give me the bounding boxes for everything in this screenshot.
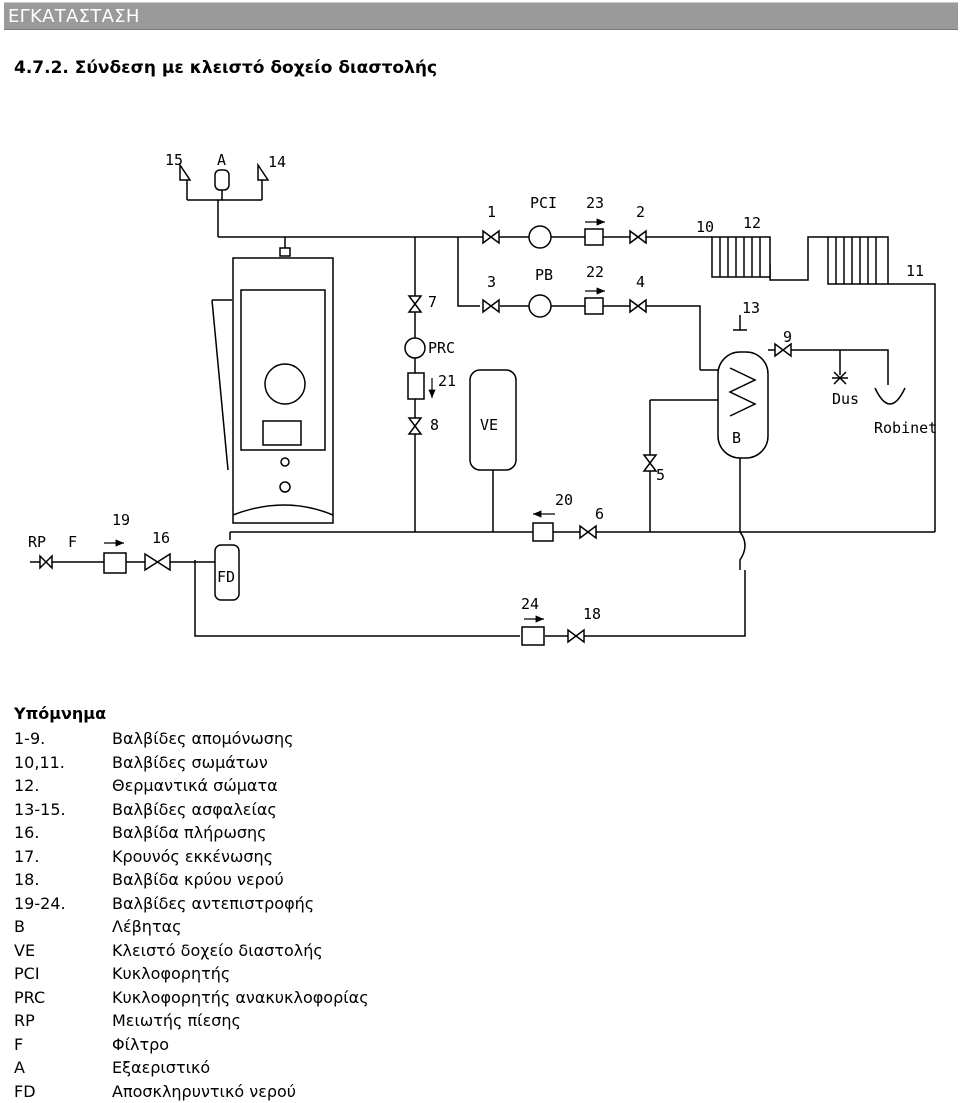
legend-item: 17.Κρουνός εκκένωσης bbox=[14, 845, 369, 869]
label-11: 11 bbox=[906, 262, 924, 280]
legend-desc: Κλειστό δοχείο διαστολής bbox=[112, 939, 323, 963]
legend-code: 17. bbox=[14, 845, 112, 869]
installation-diagram: 15 A 14 1 PCI 23 2 10 12 3 PB 22 4 11 7 … bbox=[0, 130, 960, 660]
radiator-2 bbox=[828, 237, 888, 284]
label-6: 6 bbox=[595, 505, 604, 523]
legend-desc: Λέβητας bbox=[112, 915, 182, 939]
legend-item: 10,11.Βαλβίδες σωμάτων bbox=[14, 751, 369, 775]
dhw-tank bbox=[718, 352, 768, 458]
label-dus: Dus bbox=[832, 390, 859, 408]
label-ve: VE bbox=[480, 416, 498, 434]
label-10: 10 bbox=[696, 218, 714, 236]
label-19: 19 bbox=[112, 511, 130, 529]
label-b: B bbox=[732, 429, 741, 447]
label-23: 23 bbox=[586, 194, 604, 212]
legend-item: 18.Βαλβίδα κρύου νερού bbox=[14, 868, 369, 892]
legend-code: 10,11. bbox=[14, 751, 112, 775]
label-5: 5 bbox=[656, 466, 665, 484]
legend-desc: Φίλτρο bbox=[112, 1033, 169, 1057]
legend-code: FD bbox=[14, 1080, 112, 1103]
legend-code: RP bbox=[14, 1009, 112, 1033]
legend-desc: Βαλβίδες σωμάτων bbox=[112, 751, 268, 775]
label-pci: PCI bbox=[530, 194, 557, 212]
legend-code: 12. bbox=[14, 774, 112, 798]
label-15: 15 bbox=[165, 151, 183, 169]
legend-code: VE bbox=[14, 939, 112, 963]
label-pb: PB bbox=[535, 266, 553, 284]
legend-desc: Εξαεριστικό bbox=[112, 1056, 210, 1080]
label-20: 20 bbox=[555, 491, 573, 509]
legend-desc: Κυκλοφορητής bbox=[112, 962, 230, 986]
label-7: 7 bbox=[428, 293, 437, 311]
legend-code: 13-15. bbox=[14, 798, 112, 822]
legend-desc: Μειωτής πίεσης bbox=[112, 1009, 241, 1033]
header-title: ΕΓΚΑΤΑΣΤΑΣΗ bbox=[8, 5, 140, 29]
section-title: 4.7.2. Σύνδεση με κλειστό δοχείο διαστολ… bbox=[14, 58, 437, 78]
label-13: 13 bbox=[742, 299, 760, 317]
legend-item: 16.Βαλβίδα πλήρωσης bbox=[14, 821, 369, 845]
label-21: 21 bbox=[438, 372, 456, 390]
legend-item: 12.Θερμαντικά σώματα bbox=[14, 774, 369, 798]
label-12: 12 bbox=[743, 214, 761, 232]
label-a: A bbox=[217, 151, 226, 169]
legend-code: 18. bbox=[14, 868, 112, 892]
legend-desc: Κυκλοφορητής ανακυκλοφορίας bbox=[112, 986, 369, 1010]
label-prc: PRC bbox=[428, 339, 455, 357]
legend-code: 19-24. bbox=[14, 892, 112, 916]
legend-desc: Βαλβίδες ασφαλείας bbox=[112, 798, 277, 822]
label-rp: RP bbox=[28, 533, 46, 551]
label-1: 1 bbox=[487, 203, 496, 221]
legend-item: 19-24.Βαλβίδες αντεπιστροφής bbox=[14, 892, 369, 916]
legend-item: 1-9.Βαλβίδες απομόνωσης bbox=[14, 727, 369, 751]
label-4: 4 bbox=[636, 273, 645, 291]
label-14: 14 bbox=[268, 153, 286, 171]
label-24: 24 bbox=[521, 595, 539, 613]
legend-code: F bbox=[14, 1033, 112, 1057]
label-16: 16 bbox=[152, 529, 170, 547]
label-fd: FD bbox=[217, 568, 235, 586]
legend-code: B bbox=[14, 915, 112, 939]
label-18: 18 bbox=[583, 605, 601, 623]
legend-item: 13-15.Βαλβίδες ασφαλείας bbox=[14, 798, 369, 822]
legend-desc: Βαλβίδες απομόνωσης bbox=[112, 727, 293, 751]
legend-code: PRC bbox=[14, 986, 112, 1010]
legend-title: Υπόμνημα bbox=[14, 704, 106, 723]
legend-desc: Βαλβίδα κρύου νερού bbox=[112, 868, 284, 892]
legend-desc: Βαλβίδες αντεπιστροφής bbox=[112, 892, 314, 916]
label-3: 3 bbox=[487, 273, 496, 291]
header-bar: ΕΓΚΑΤΑΣΤΑΣΗ bbox=[4, 2, 958, 30]
legend-desc: Κρουνός εκκένωσης bbox=[112, 845, 273, 869]
legend-code: 1-9. bbox=[14, 727, 112, 751]
pump-pci bbox=[529, 226, 551, 248]
legend-code: A bbox=[14, 1056, 112, 1080]
legend-code: PCI bbox=[14, 962, 112, 986]
legend-code: 16. bbox=[14, 821, 112, 845]
label-22: 22 bbox=[586, 263, 604, 281]
label-robinet: Robinet bbox=[874, 419, 937, 437]
label-9: 9 bbox=[783, 328, 792, 346]
label-8: 8 bbox=[430, 416, 439, 434]
legend-desc: Θερμαντικά σώματα bbox=[112, 774, 278, 798]
legend-desc: Αποσκληρυντικό νερού bbox=[112, 1080, 296, 1103]
legend-desc: Βαλβίδα πλήρωσης bbox=[112, 821, 267, 845]
label-f: F bbox=[68, 533, 77, 551]
pump-pb bbox=[529, 295, 551, 317]
label-2: 2 bbox=[636, 203, 645, 221]
